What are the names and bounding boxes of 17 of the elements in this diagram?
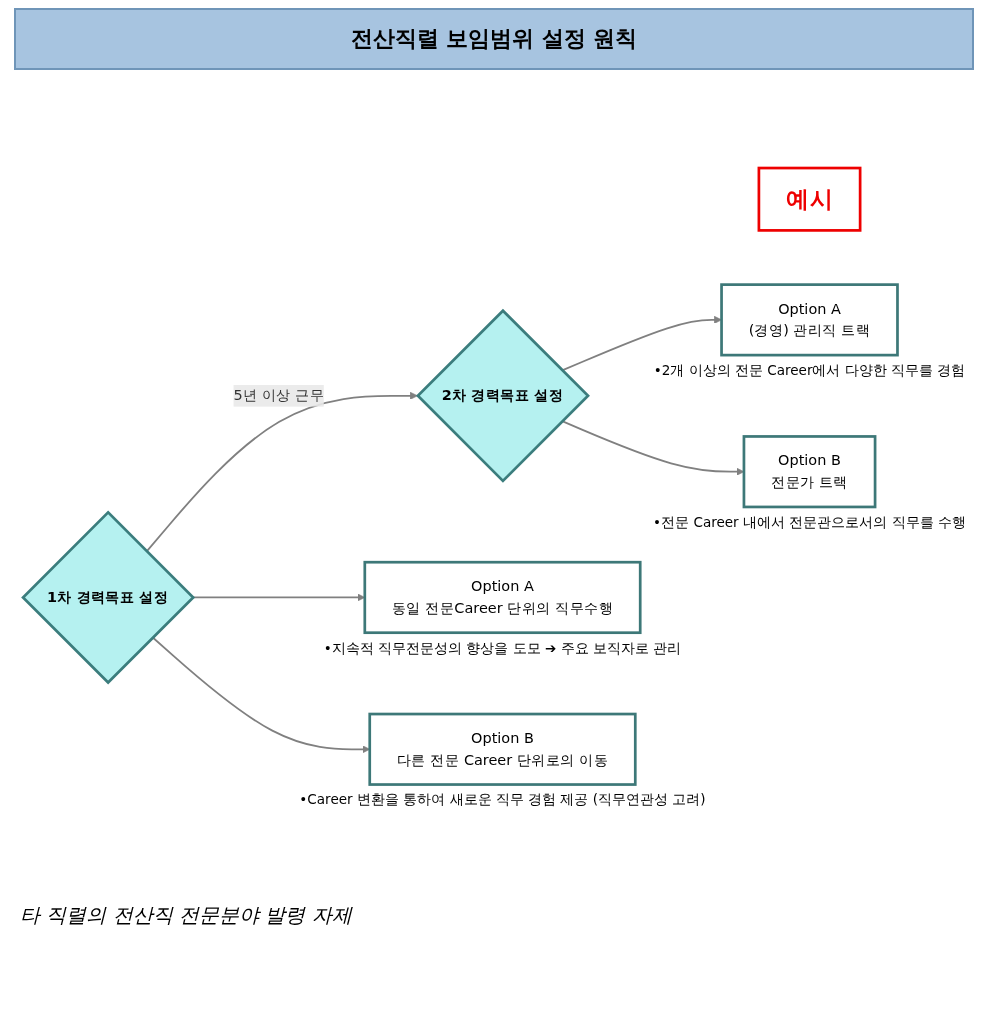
description-text: •전문 Career 내에서 전문관으로서의 직무를 수행 — [653, 514, 966, 531]
node-diamond — [21, 510, 196, 685]
description-text: •지속적 직무전문성의 향상을 도모 ➔ 주요 보직자로 관리 — [323, 639, 682, 656]
node-box — [742, 435, 877, 509]
flowchart: 5년 이상 근무 예시 Option A (경영) 관리직 트랙 2차 경력목표 설정 Option B 전문가 트랙 Option A 동일 전문Career 단위의 직무수행 1차 경력목표 설정 Option B 다른 전문 Career 단위로의 이동 •2개 이상의 전문 Career에서 다양한 직무를 경험 •전문 Career 내에서 전문관으로서의 직무를 수행 •지속적 직무전문성의 향상을 도모 ➔ 주요 보직자로 관리 •Career 변환을 통하여 새로운 직무 경험 제공 (직무연관성 고려) — [14, 159, 974, 817]
arrow — [561, 316, 722, 372]
title-banner: 전산직렬 보임범위 설정 원칙 — [14, 8, 974, 70]
node-box — [368, 713, 637, 787]
node-diamond — [415, 309, 590, 484]
arrow — [145, 392, 418, 553]
node-box — [757, 167, 862, 233]
node-box — [720, 283, 899, 357]
description-text: •2개 이상의 전문 Career에서 다양한 직무를 경험 — [653, 362, 966, 379]
description-text: •Career 변환을 통하여 새로운 직무 경험 제공 (직무연관성 고려) — [299, 791, 706, 808]
note-text: 타 직렬의 전산직 전문분야 발령 자제 — [20, 902, 354, 929]
node-box — [363, 561, 642, 635]
edge-label: 5년 이상 근무 — [233, 387, 325, 405]
